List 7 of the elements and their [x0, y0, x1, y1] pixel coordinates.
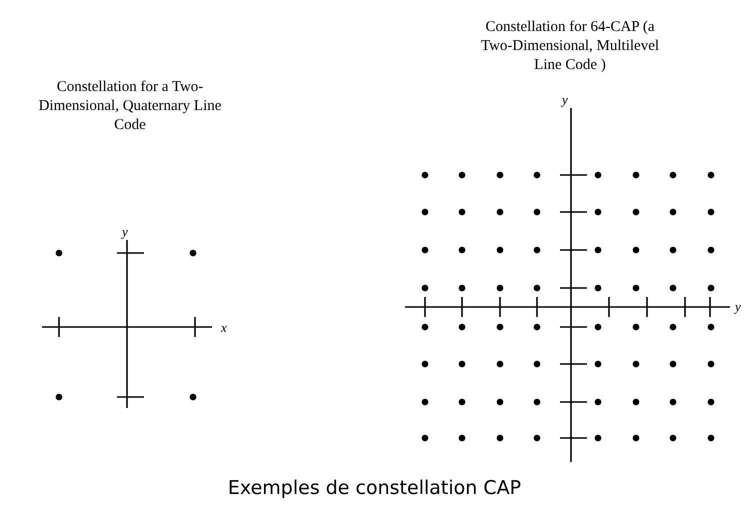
caption: Exemples de constellation CAP — [226, 476, 522, 500]
plot-title: Constellation for 64-CAP (a Two-Dimensional, Multilevel Line Code ) — [480, 18, 660, 75]
axis-label: y — [122, 225, 128, 239]
axis-label: y — [735, 300, 741, 314]
axis-label: x — [221, 321, 227, 335]
plot-title: Constellation for a Two-Dimensional, Quaternary Line Code — [38, 78, 222, 135]
axis-label: y — [562, 93, 568, 107]
